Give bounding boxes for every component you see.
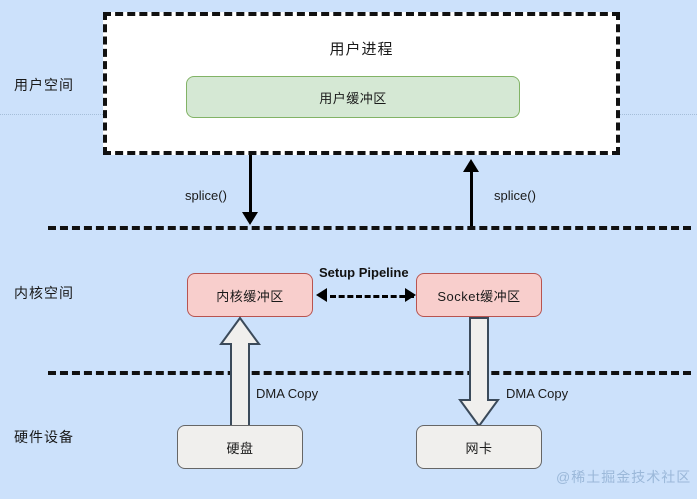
- setup-pipeline-arrow-head-right: [405, 288, 416, 302]
- splice-down-arrow-line: [249, 155, 252, 213]
- setup-pipeline-label: Setup Pipeline: [319, 265, 409, 280]
- zone-label-hardware: 硬件设备: [14, 429, 74, 445]
- faint-guide-line-left: [0, 114, 105, 115]
- faint-guide-line-right: [619, 114, 697, 115]
- zone-label-user-space: 用户空间: [14, 77, 74, 93]
- splice-down-label: splice(): [185, 188, 227, 203]
- user-buffer-node[interactable]: 用户缓冲区: [186, 76, 520, 118]
- nic-node[interactable]: 网卡: [416, 425, 542, 469]
- zone-label-kernel-space: 内核空间: [14, 285, 74, 301]
- separator-user-kernel: [48, 226, 691, 230]
- splice-up-arrow-head: [463, 159, 479, 172]
- user-process-title: 用户进程: [329, 41, 394, 58]
- dma-copy-out-arrow: [458, 317, 500, 428]
- disk-node[interactable]: 硬盘: [177, 425, 303, 469]
- setup-pipeline-arrow-head-left: [316, 288, 327, 302]
- splice-up-label: splice(): [494, 188, 536, 203]
- separator-kernel-hardware: [48, 371, 691, 375]
- watermark: @稀土掘金技术社区: [556, 469, 692, 485]
- setup-pipeline-arrow-line: [330, 295, 414, 298]
- splice-down-arrow-head: [242, 212, 258, 225]
- socket-buffer-node[interactable]: Socket缓冲区: [416, 273, 542, 317]
- dma-copy-out-label: DMA Copy: [506, 386, 569, 401]
- splice-up-arrow-line: [470, 171, 473, 226]
- dma-copy-in-label: DMA Copy: [256, 386, 319, 401]
- kernel-buffer-node[interactable]: 内核缓冲区: [187, 273, 313, 317]
- dma-copy-in-arrow: [219, 316, 261, 427]
